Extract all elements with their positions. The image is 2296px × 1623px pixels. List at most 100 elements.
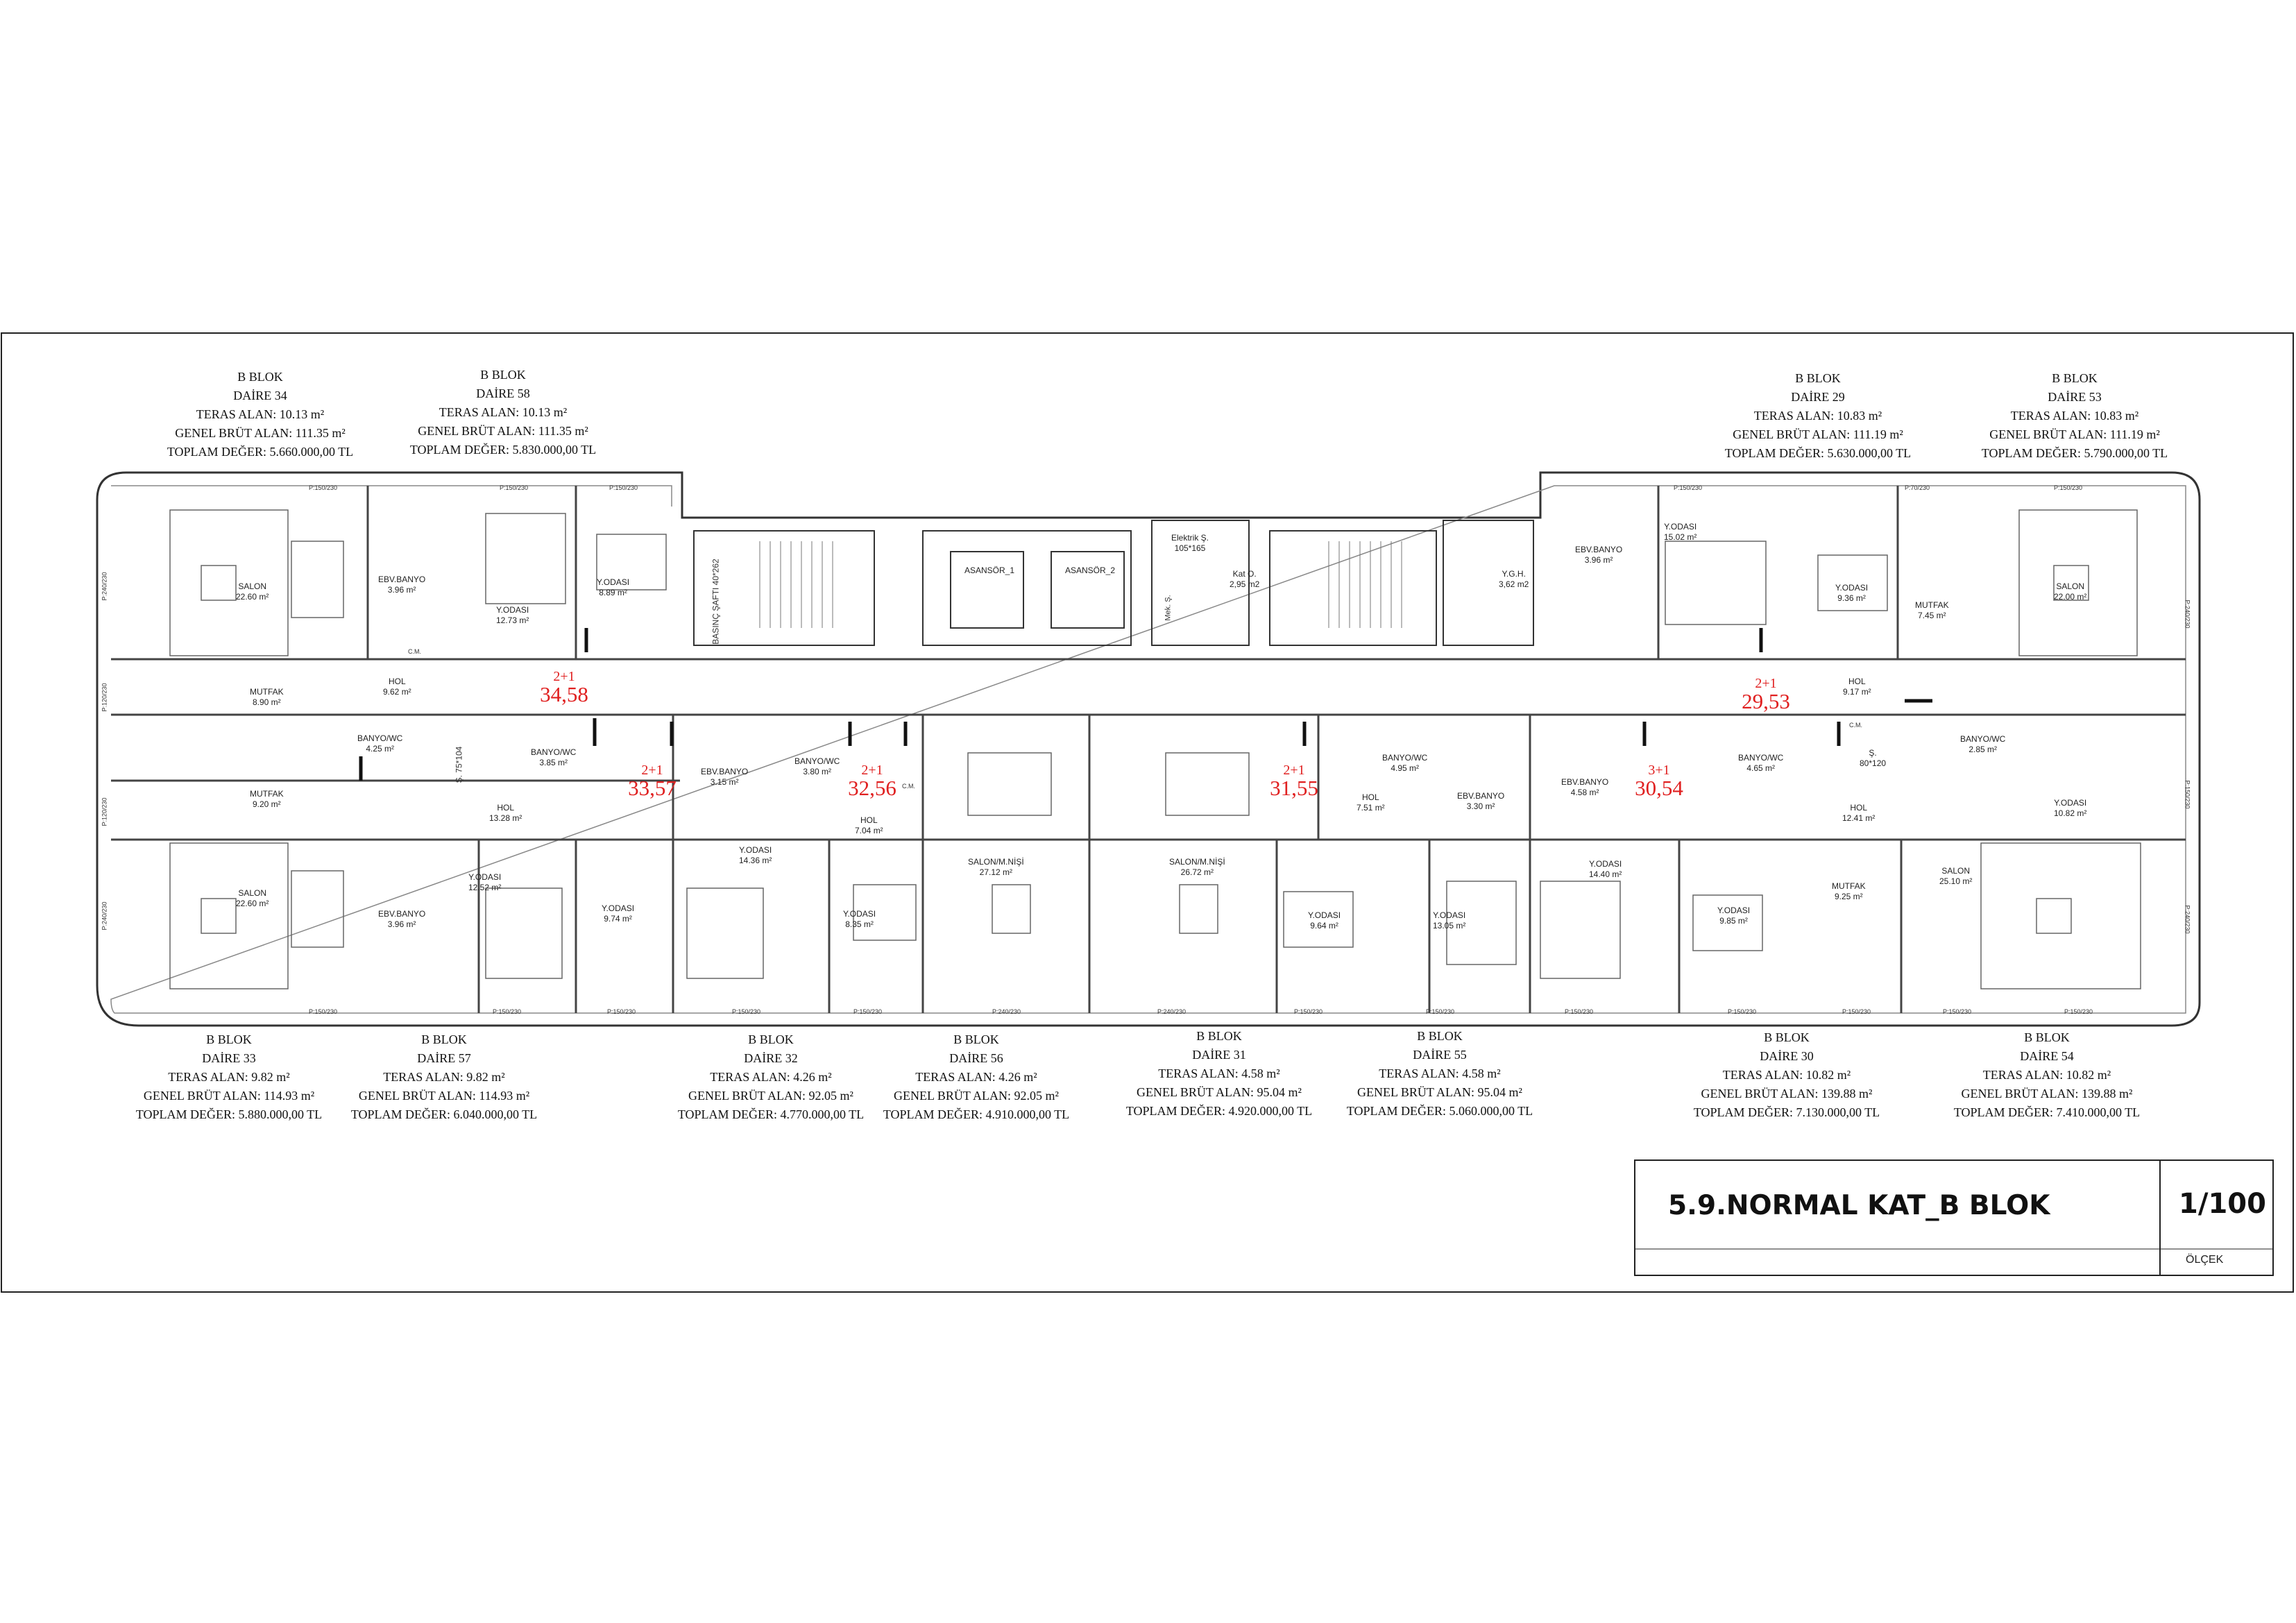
window-tag: P:150/230 — [1728, 1008, 1757, 1015]
ygh-label: Y.G.H.3,62 m2 — [1499, 569, 1529, 589]
cm-label: C.M. — [1849, 722, 1862, 729]
window-tag: P:150/230 — [1674, 484, 1703, 491]
title-block-frame — [1634, 1159, 2274, 1276]
window-tag: P:150/230 — [2054, 484, 2083, 491]
window-tag-side: P:240/230 — [101, 572, 108, 601]
window-tag-side: P:120/230 — [101, 683, 108, 712]
window-tag: P:150/230 — [1943, 1008, 1972, 1015]
window-tag-side: P:240/230 — [101, 901, 108, 931]
core — [693, 520, 1534, 646]
window-tag: P:150/230 — [732, 1008, 761, 1015]
window-tag-side: P:240/230 — [2184, 600, 2191, 629]
elevator-2-label: ASANSÖR_2 — [1065, 566, 1116, 575]
furniture — [169, 509, 2141, 989]
window-tag: P:150/230 — [1294, 1008, 1323, 1015]
window-tag: P:240/230 — [992, 1008, 1021, 1015]
window-tag: P:150/230 — [2064, 1008, 2093, 1015]
window-tag: P:150/230 — [493, 1008, 522, 1015]
building-outline — [96, 471, 2201, 1027]
window-tag: P:150/230 — [853, 1008, 883, 1015]
window-tag: P:150/230 — [1426, 1008, 1455, 1015]
window-tag: P:150/230 — [309, 1008, 338, 1015]
electric-shaft-label: Elektrik Ş.105*165 — [1171, 533, 1209, 553]
scale-label: ÖLÇEK — [2186, 1254, 2224, 1266]
mechanical-shaft-label: Mek. Ş. — [1164, 595, 1173, 621]
window-tag: P:240/230 — [1157, 1008, 1187, 1015]
stair-treads — [759, 541, 1402, 628]
window-tag: P:70/230 — [1905, 484, 1930, 491]
sheet-frame — [1, 332, 2294, 1293]
shaft-label: Ş. 75*104 — [454, 746, 464, 783]
window-tag: P:150/230 — [309, 484, 338, 491]
drawing-scale: 1/100 — [2179, 1188, 2266, 1220]
pressure-shaft-label: BASINÇ ŞAFTI 40*262 — [711, 559, 721, 645]
building-inner-outline — [110, 485, 2186, 1014]
walls — [111, 486, 2186, 1013]
window-tag: P:150/230 — [609, 484, 638, 491]
shaft-label-right: Ş.80*120 — [1860, 748, 1887, 768]
floor-room-label: Kat O.2,95 m2 — [1230, 569, 1260, 589]
door-markers — [359, 628, 1932, 781]
cm-label: C.M. — [902, 783, 915, 790]
cm-label: C.M. — [408, 648, 421, 655]
window-tag-side: P:120/230 — [101, 797, 108, 826]
window-tag: P:150/230 — [1842, 1008, 1871, 1015]
drawing-title: 5.9.NORMAL KAT_B BLOK — [1668, 1190, 2050, 1221]
